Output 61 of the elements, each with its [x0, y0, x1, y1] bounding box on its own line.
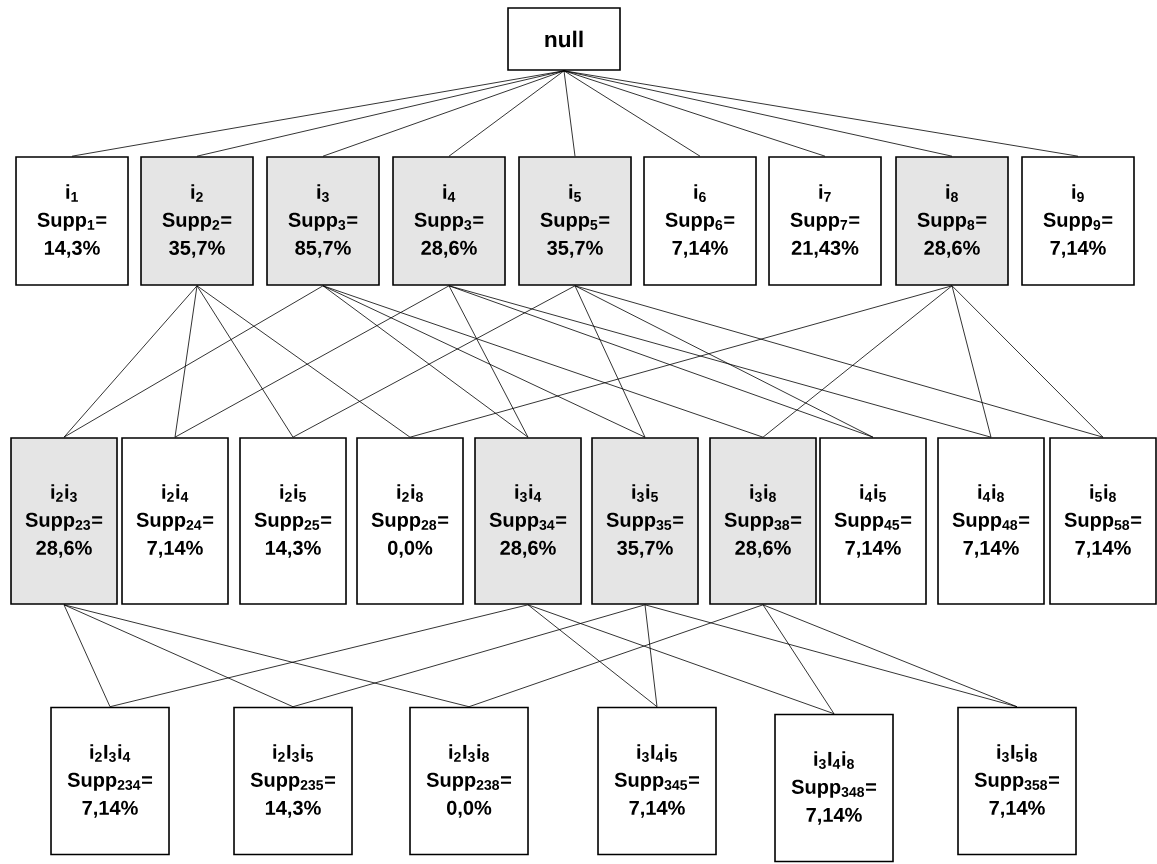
connector-line [322, 285, 529, 438]
connector-line [322, 285, 764, 438]
connector-line [563, 70, 576, 157]
itemset-box: i$_{3}$i$_{8}$ Supp$_{38}$= 28,6% [709, 437, 817, 605]
itemset-box: i$_{2}$I$_{3}$i$_{8}$ Supp$_{238}$= 0,0% [409, 706, 529, 856]
connector-line [574, 285, 646, 438]
connector-line [448, 70, 565, 157]
connector-line [109, 604, 529, 708]
connector-line [468, 604, 764, 708]
connector-line [63, 285, 198, 438]
connector-line [762, 604, 1018, 708]
itemset-box: i$_{2}$I$_{3}$i$_{4}$ Supp$_{234}$= 7,14% [50, 706, 170, 856]
itemset-box: i$_{2}$i$_{3}$ Supp$_{23}$= 28,6% [10, 437, 118, 605]
connector-line [196, 285, 294, 438]
connector-line [574, 285, 874, 438]
connector-line [63, 285, 324, 438]
itemset-box: i$_{3}$I$_{4}$i$_{5}$ Supp$_{345}$= 7,14% [597, 706, 717, 856]
itemset-box: i$_{3}$I$_{4}$i$_{8}$ Supp$_{348}$= 7,14% [774, 713, 894, 863]
root-box: null [507, 7, 621, 71]
itemset-box: i$_{1}$ Supp$_{1}$= 14,3% [15, 156, 129, 286]
connector-line [563, 70, 1079, 157]
connector-line [63, 604, 294, 708]
connector-line [574, 285, 1104, 438]
connector-line [322, 285, 646, 438]
itemset-box: i$_{5}$i$_{8}$ Supp$_{58}$= 7,14% [1049, 437, 1157, 605]
connector-line [63, 604, 111, 708]
itemset-box: i$_{7}$ Supp$_{7}$= 21,43% [768, 156, 882, 286]
itemset-box: i$_{6}$ Supp$_{6}$= 7,14% [643, 156, 757, 286]
itemset-box: i$_{3}$i$_{5}$ Supp$_{35}$= 35,7% [591, 437, 699, 605]
connector-line [762, 285, 953, 438]
itemset-box: i$_{4}$ Supp$_{3}$= 28,6% [392, 156, 506, 286]
itemset-box: i$_{3}$ Supp$_{3}$= 85,7% [266, 156, 380, 286]
itemset-box: i$_{4}$i$_{5}$ Supp$_{45}$= 7,14% [819, 437, 927, 605]
connector-line [951, 285, 992, 438]
connector-line [448, 285, 529, 438]
connector-line [644, 604, 658, 708]
itemset-box: i$_{9}$ Supp$_{9}$= 7,14% [1021, 156, 1135, 286]
connector-line [951, 285, 1104, 438]
connector-line [644, 604, 1018, 708]
connector-line [174, 285, 198, 438]
connector-line [196, 70, 565, 157]
itemset-box: i$_{8}$ Supp$_{8}$= 28,6% [895, 156, 1009, 286]
connector-line [63, 604, 470, 708]
connector-line [563, 70, 701, 157]
connector-line [292, 285, 576, 438]
connector-line [292, 604, 646, 708]
itemset-box: i$_{2}$i$_{4}$ Supp$_{24}$= 7,14% [121, 437, 229, 605]
connector-line [174, 285, 450, 438]
connector-line [322, 70, 565, 157]
itemset-box: i$_{4}$i$_{8}$ Supp$_{48}$= 7,14% [937, 437, 1045, 605]
connector-line [196, 285, 411, 438]
itemset-box: i$_{3}$i$_{4}$ Supp$_{34}$= 28,6% [474, 437, 582, 605]
connector-line [762, 604, 835, 715]
itemset-box: i$_{2}$i$_{8}$ Supp$_{28}$= 0,0% [356, 437, 464, 605]
itemset-box: i$_{5}$ Supp$_{5}$= 35,7% [518, 156, 632, 286]
connector-line [527, 604, 835, 715]
connector-line [527, 604, 658, 708]
itemset-box: i$_{3}$I$_{5}$i$_{8}$ Supp$_{358}$= 7,14% [957, 706, 1077, 856]
itemset-box: i$_{2}$ Supp$_{2}$= 35,7% [140, 156, 254, 286]
itemset-box: i$_{2}$I$_{3}$i$_{5}$ Supp$_{235}$= 14,3% [233, 706, 353, 856]
itemset-box: i$_{2}$i$_{5}$ Supp$_{25}$= 14,3% [239, 437, 347, 605]
